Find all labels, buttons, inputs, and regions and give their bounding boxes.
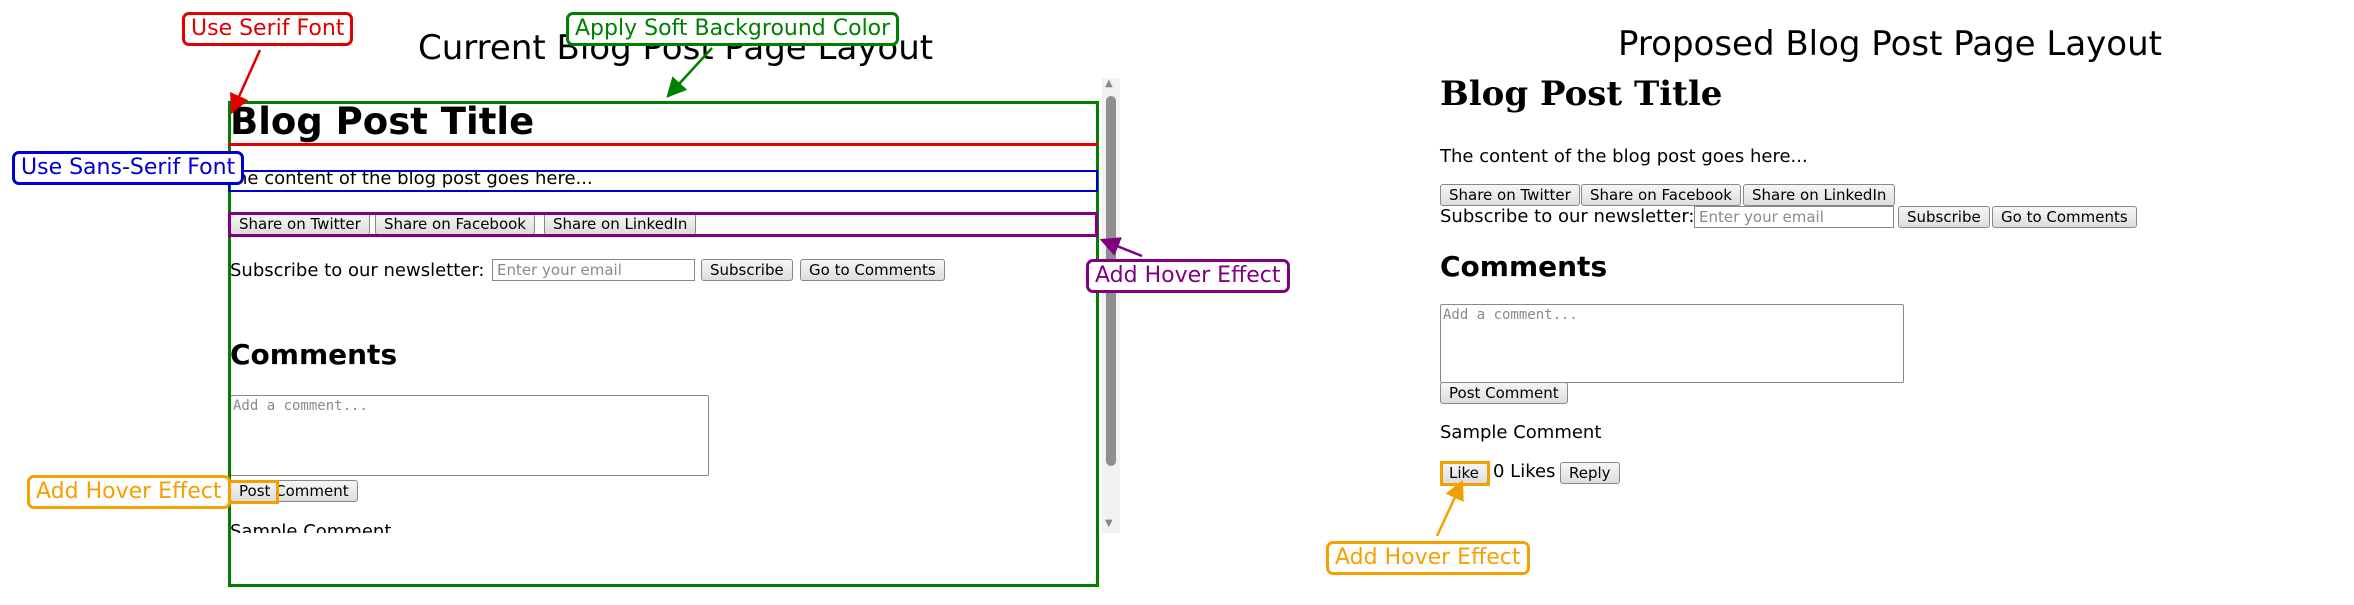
scroll-down-arrow[interactable]: ▼ <box>1105 518 1113 529</box>
proposed-go-to-comments-button[interactable]: Go to Comments <box>1992 206 2137 228</box>
callout-sans-serif-font: Use Sans-Serif Font <box>12 151 245 185</box>
soft-bg-arrow <box>666 47 713 98</box>
subscribe-button[interactable]: Subscribe <box>701 259 793 281</box>
serif-title-underline <box>228 143 1098 146</box>
proposed-comment-textarea[interactable]: Add a comment... <box>1440 304 1904 383</box>
proposed-sample-comment: Sample Comment <box>1440 422 1602 443</box>
callout-soft-background: Apply Soft Background Color <box>566 12 900 46</box>
soft-background-highlight <box>228 101 1099 587</box>
like-hover-highlight <box>1440 461 1490 486</box>
callout-serif-font: Use Serif Font <box>182 12 354 46</box>
serif-arrow <box>230 49 262 115</box>
post-title: Blog Post Title <box>230 100 535 143</box>
comment-textarea[interactable]: Add a comment... <box>230 395 709 476</box>
callout-hover-share: Add Hover Effect <box>1086 259 1290 293</box>
sample-comment: Sample Comment <box>230 521 392 533</box>
proposed-post-title: Blog Post Title <box>1440 74 1723 114</box>
go-to-comments-button[interactable]: Go to Comments <box>800 259 945 281</box>
current-page-viewport: Blog Post Title he content of the blog p… <box>228 100 1098 533</box>
email-input[interactable]: Enter your email <box>492 259 695 281</box>
share-linkedin-button[interactable]: Share on LinkedIn <box>544 213 697 235</box>
proposed-post-content: The content of the blog post goes here..… <box>1440 146 1808 167</box>
post-content: he content of the blog post goes here... <box>236 168 593 189</box>
like-hover-arrow <box>1435 479 1464 537</box>
callout-hover-like: Add Hover Effect <box>1326 541 1530 575</box>
proposed-share-linkedin-button[interactable]: Share on LinkedIn <box>1743 184 1896 206</box>
right-panel-title: Proposed Blog Post Page Layout <box>1618 24 2162 64</box>
share-hover-arrow <box>1099 237 1143 258</box>
proposed-newsletter-label: Subscribe to our newsletter: <box>1440 206 1695 227</box>
proposed-comments-heading: Comments <box>1440 250 1608 283</box>
share-facebook-button[interactable]: Share on Facebook <box>375 213 535 235</box>
newsletter-label: Subscribe to our newsletter: <box>230 260 485 281</box>
share-buttons-hover-highlight <box>228 212 1098 237</box>
proposed-subscribe-button[interactable]: Subscribe <box>1898 206 1990 228</box>
comments-heading: Comments <box>230 338 398 371</box>
callout-hover-post-comment: Add Hover Effect <box>27 475 231 509</box>
scroll-up-arrow[interactable]: ▲ <box>1105 78 1113 89</box>
proposed-post-comment-button[interactable]: Post Comment <box>1440 382 1568 404</box>
post-comment-button[interactable]: Post Comment <box>230 480 358 502</box>
proposed-page: Blog Post Title The content of the blog … <box>1440 72 2240 492</box>
proposed-share-twitter-button[interactable]: Share on Twitter <box>1440 184 1580 206</box>
proposed-share-facebook-button[interactable]: Share on Facebook <box>1581 184 1741 206</box>
proposed-email-input[interactable]: Enter your email <box>1694 206 1894 228</box>
likes-count: 0 Likes <box>1493 461 1556 482</box>
reply-button[interactable]: Reply <box>1560 462 1620 484</box>
